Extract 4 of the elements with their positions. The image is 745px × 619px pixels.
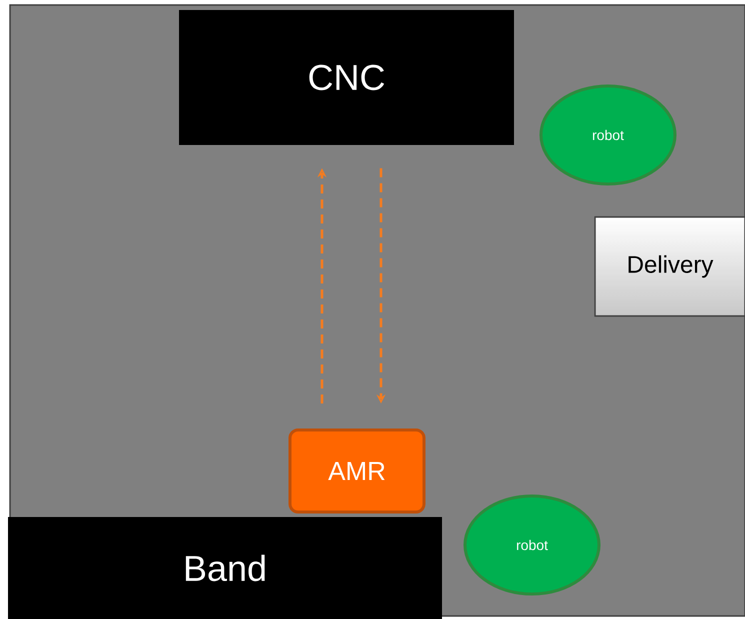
delivery-box: Delivery <box>594 216 745 317</box>
process-box: Band <box>8 517 442 619</box>
amr-box: AMR <box>288 428 426 514</box>
process-box: CNC <box>179 10 514 145</box>
